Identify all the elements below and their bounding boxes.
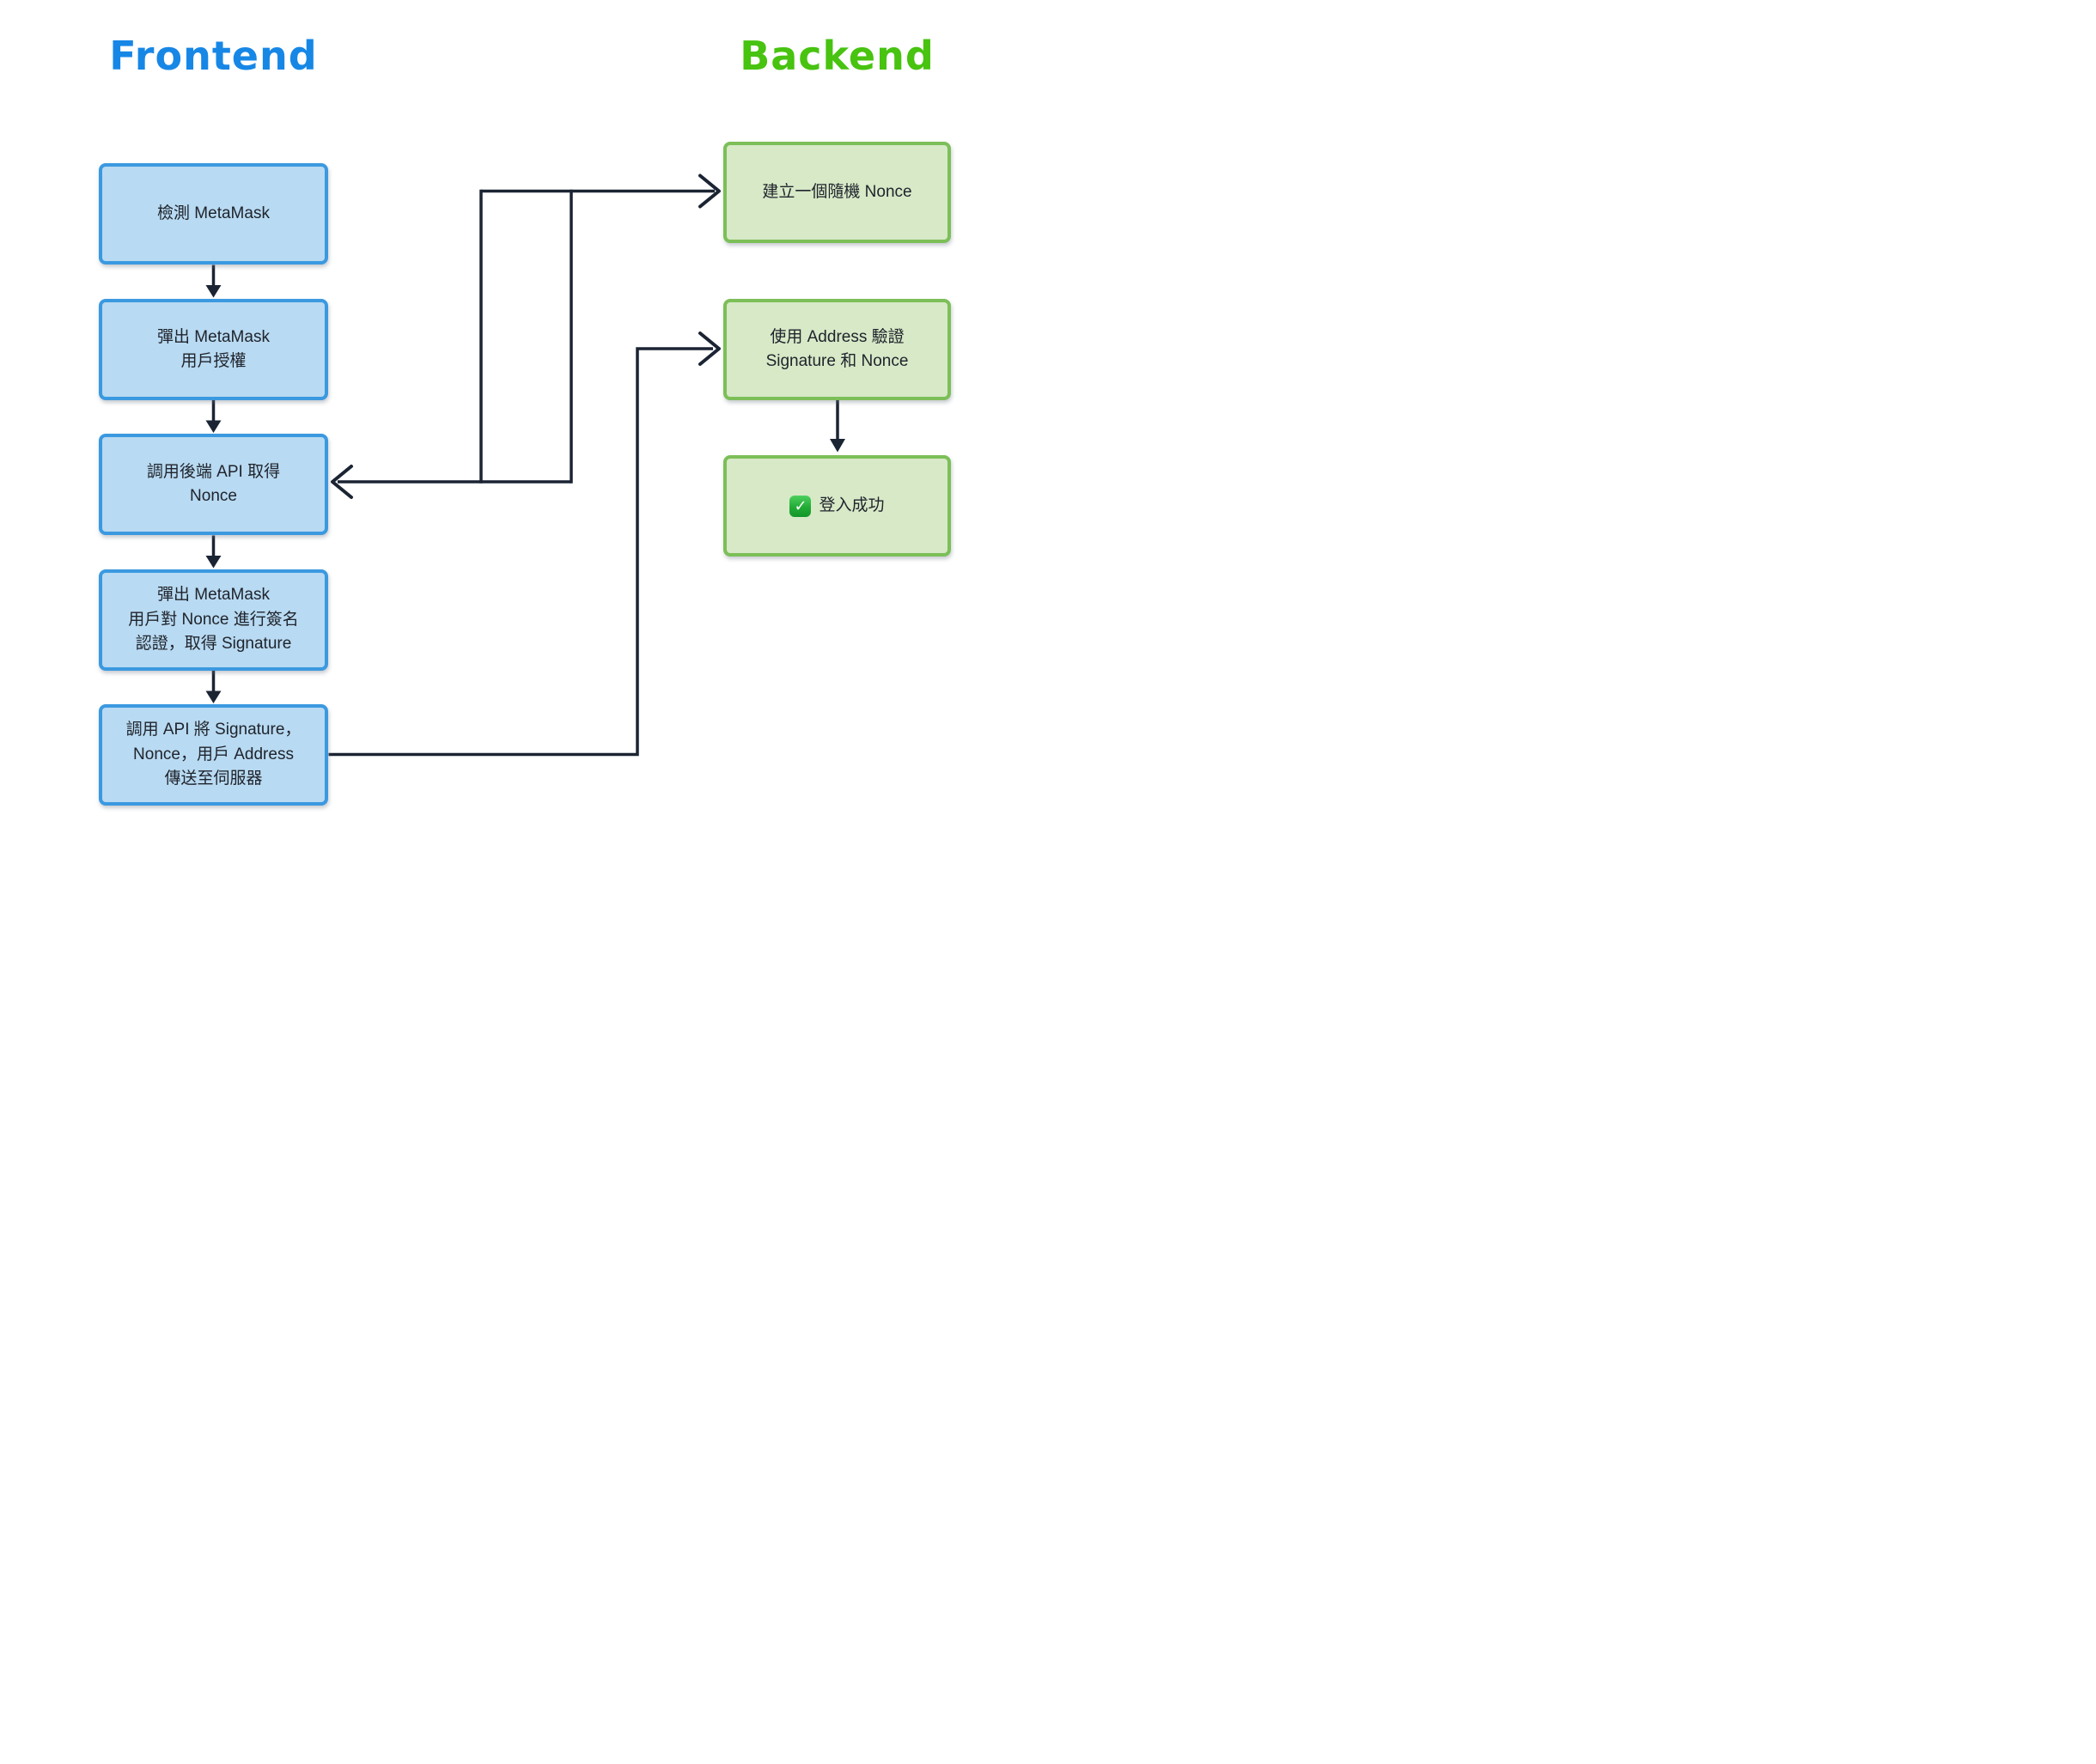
send-signature-connector xyxy=(328,332,721,757)
box-text-line: 登入成功 xyxy=(819,496,885,514)
backend-step-verify-signature: 使用 Address 驗證 Signature 和 Nonce xyxy=(723,299,951,400)
box-text-line: 建立一個隨機 Nonce xyxy=(762,182,912,201)
box-text-line: Signature 和 Nonce xyxy=(765,352,909,370)
box-text-line: 傳送至伺服器 xyxy=(164,769,263,788)
box-text-line: Nonce xyxy=(190,487,237,505)
frontend-step-popup-authorize: 彈出 MetaMask 用戶授權 xyxy=(99,299,328,400)
backend-column-title: Backend xyxy=(740,33,935,79)
box-text-line: 認證，取得 Signature xyxy=(135,635,292,654)
box-text-line: 調用後端 API 取得 xyxy=(146,462,281,481)
arrow-step2-to-step3 xyxy=(205,400,222,433)
box-text-line: 使用 Address 驗證 xyxy=(770,327,905,346)
backend-step-login-success: ✓ 登入成功 xyxy=(723,455,951,557)
box-text-line: 調用 API 將 Signature， xyxy=(125,721,302,739)
frontend-step-sign-nonce: 彈出 MetaMask 用戶對 Nonce 進行簽名 認證，取得 Signatu… xyxy=(99,569,328,671)
frontend-step-detect-metamask: 檢測 MetaMask xyxy=(99,163,328,265)
arrow-verify-to-success xyxy=(830,400,845,453)
box-text-line: 彈出 MetaMask xyxy=(157,586,270,605)
box-text-line: 彈出 MetaMask xyxy=(157,327,270,346)
loop-get-nonce-connector xyxy=(331,173,721,499)
frontend-column-title: Frontend xyxy=(109,33,318,79)
backend-step-create-nonce: 建立一個隨機 Nonce xyxy=(723,142,951,243)
frontend-step-send-to-server: 調用 API 將 Signature， Nonce，用戶 Address 傳送至… xyxy=(99,704,328,806)
arrow-step3-to-step4 xyxy=(205,535,222,569)
frontend-step-call-api-get-nonce: 調用後端 API 取得 Nonce xyxy=(99,434,328,535)
flowchart-canvas: Frontend Backend 檢測 MetaMask 彈出 MetaMask… xyxy=(0,0,1048,882)
box-text-line: 用戶授權 xyxy=(180,352,247,370)
arrow-step4-to-step5 xyxy=(205,671,222,703)
box-text-line: Nonce，用戶 Address xyxy=(133,745,294,763)
box-text-line: 用戶對 Nonce 進行簽名 xyxy=(128,610,299,629)
box-text-line: 檢測 MetaMask xyxy=(157,204,270,222)
check-mark-icon: ✓ xyxy=(789,495,812,517)
arrow-step1-to-step2 xyxy=(205,265,222,298)
